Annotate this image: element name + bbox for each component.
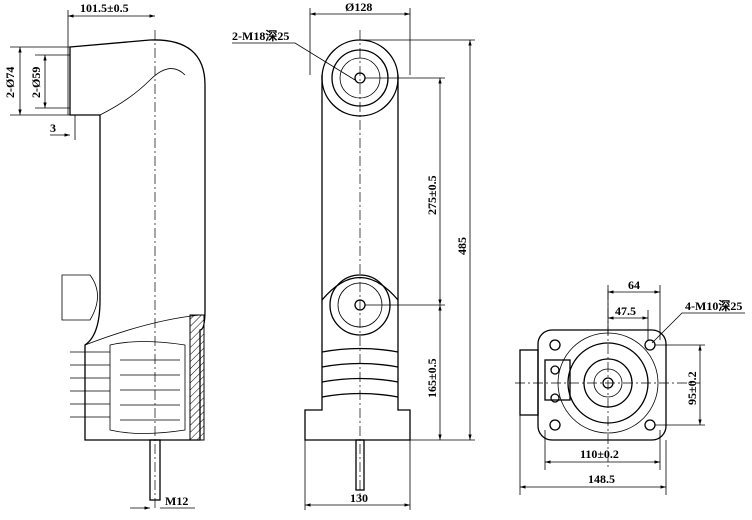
dim-offset-3: 3 <box>50 121 56 135</box>
side-hatched-insulation <box>189 314 205 441</box>
dim-hole-spacing-y: 95±0.2 <box>685 371 699 405</box>
dim-circle-dia: Ø128 <box>345 0 372 14</box>
dim-thread-m12: M12 <box>165 494 188 508</box>
dim-total-height: 485 <box>455 237 469 255</box>
label-holes: 4-M10深25 <box>685 298 742 313</box>
front-view: Ø128 2-M18深25 275±0.5 485 165±0.5 130 <box>232 0 475 510</box>
side-view: 101.5±0.5 2-Ø74 2-Ø59 3 M12 <box>3 1 206 510</box>
dim-base-width: 130 <box>350 491 368 505</box>
bottom-view: 64 47.5 4-M10深25 95±0.2 110±0.2 148.5 <box>515 278 745 495</box>
side-ribs <box>70 341 186 434</box>
dim-inner-width: 110±0.2 <box>580 447 619 461</box>
dim-overall-width: 148.5 <box>588 472 615 486</box>
dim-hole-spacing-x: 64 <box>628 278 640 292</box>
dim-width-101-5: 101.5±0.5 <box>80 1 129 15</box>
dim-lower-height: 165±0.5 <box>425 358 439 398</box>
dim-half-offset: 47.5 <box>615 304 636 318</box>
dim-inner-dia: 2-Ø59 <box>29 67 43 98</box>
dim-outer-dia: 2-Ø74 <box>3 67 17 98</box>
mounting-plate <box>537 329 667 441</box>
dim-upper-spacing: 275±0.5 <box>425 175 439 215</box>
mounting-holes <box>549 339 656 431</box>
label-top-thread: 2-M18深25 <box>232 28 289 43</box>
